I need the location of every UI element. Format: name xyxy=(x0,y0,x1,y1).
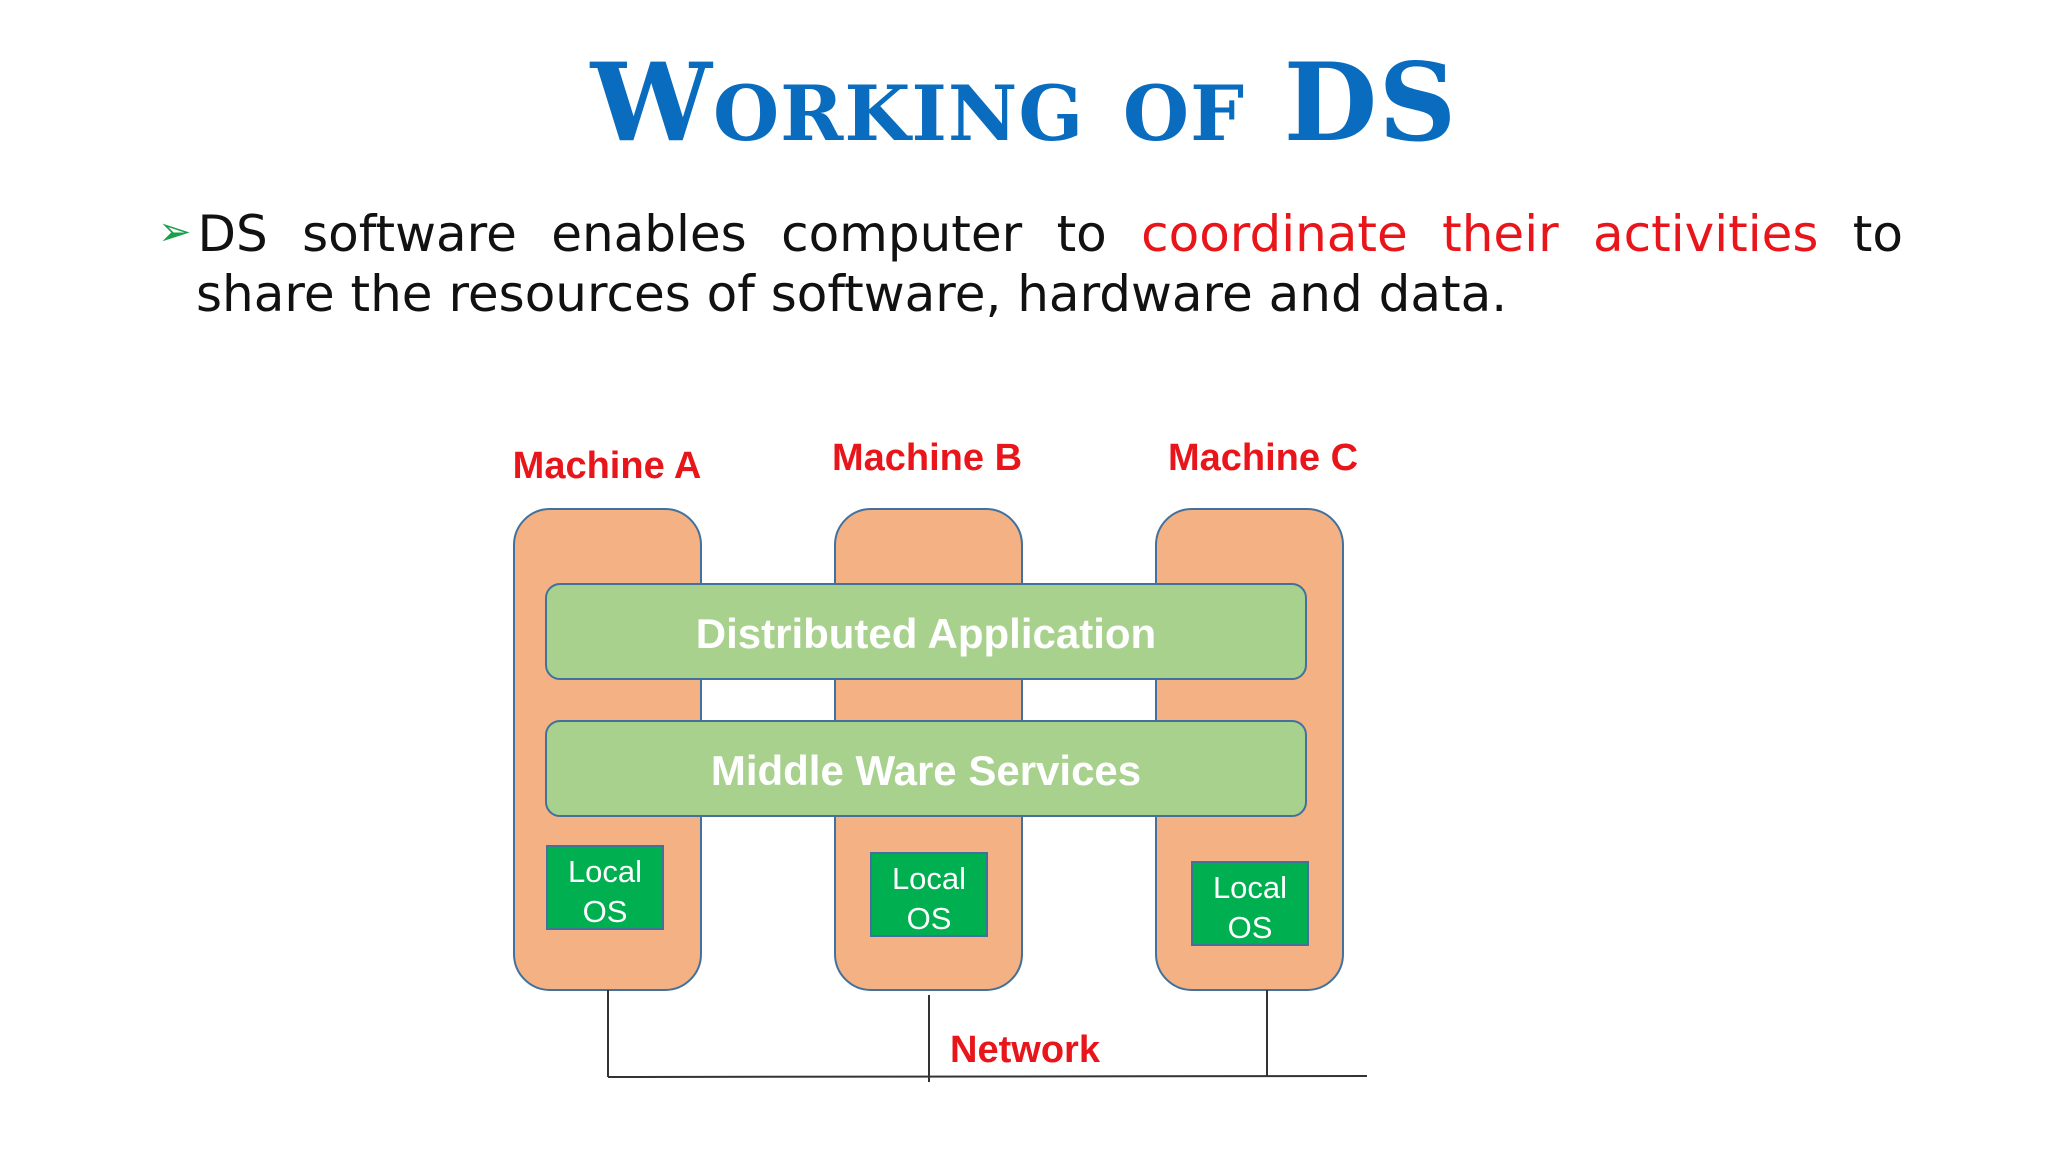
slide-title: Working of DS xyxy=(590,40,1458,166)
bullet-word: enables xyxy=(551,205,747,263)
bullet-arrow-icon: ➢ xyxy=(158,209,192,255)
machine-b-label: Machine B xyxy=(832,437,1022,479)
distributed-application-label: Distributed Application xyxy=(696,610,1156,657)
local-os-a-line2: OS xyxy=(583,894,628,929)
highlight-word: coordinate xyxy=(1141,205,1408,263)
bullet-word: to xyxy=(1852,205,1903,263)
local-os-a-line1: Local xyxy=(568,854,642,889)
middleware-services-label: Middle Ware Services xyxy=(711,747,1141,794)
middleware-services-layer xyxy=(545,720,1307,817)
highlight-word: their xyxy=(1442,205,1559,263)
highlight-word: activities xyxy=(1593,205,1819,263)
bullet-word: ➢DS xyxy=(158,205,268,263)
bullet-word: software xyxy=(302,205,517,263)
machine-a-label: Machine A xyxy=(513,445,702,487)
local-os-b-line1: Local xyxy=(892,861,966,896)
bullet-line-2: share the resources of software, hardwar… xyxy=(196,265,1508,323)
local-os-a-box xyxy=(546,845,664,930)
local-os-c-line2: OS xyxy=(1228,910,1273,945)
machine-c-label: Machine C xyxy=(1168,437,1358,479)
local-os-b-line2: OS xyxy=(907,901,952,936)
local-os-b-box xyxy=(870,852,988,937)
bullet-line-1: ➢DS software enables computer to coordin… xyxy=(158,206,1903,266)
distributed-application-layer xyxy=(545,583,1307,680)
bullet-point: ➢DS software enables computer to coordin… xyxy=(158,206,1903,322)
bullet-word: to xyxy=(1056,205,1107,263)
local-os-c-line1: Local xyxy=(1213,870,1287,905)
local-os-c-box xyxy=(1191,861,1309,946)
network-label: Network xyxy=(950,1029,1101,1071)
bullet-word: computer xyxy=(781,205,1023,263)
network-bus xyxy=(607,1075,1368,1078)
